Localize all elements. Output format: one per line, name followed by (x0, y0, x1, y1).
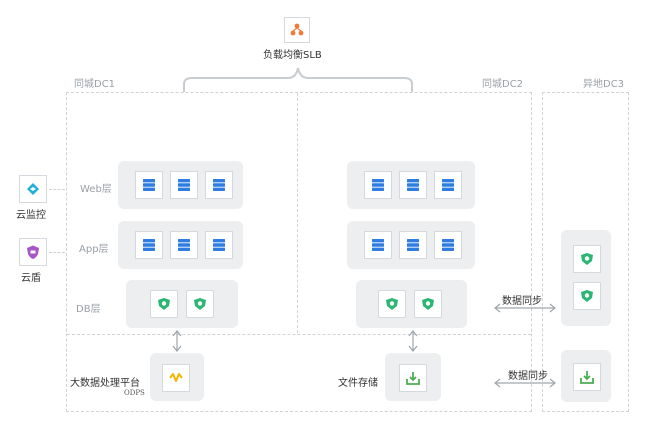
bigdata-label: 大数据处理平台 (70, 378, 140, 389)
dc1-db-group (126, 280, 238, 328)
dc2-app-server-2 (399, 231, 427, 259)
db-layer-label: DB层 (76, 304, 101, 315)
db-sync-arrow (494, 303, 556, 313)
server-icon (178, 239, 190, 251)
dc2-app-server-1 (364, 231, 392, 259)
storage-icon (406, 372, 420, 385)
dc2-web-server-3 (434, 171, 462, 199)
cloud-shield-tile (19, 238, 47, 266)
dc3-region (542, 92, 629, 412)
dc1-app-server-3 (205, 231, 233, 259)
web-layer-label: Web层 (80, 184, 112, 195)
dc3-db-1 (573, 245, 601, 273)
server-icon (143, 239, 155, 251)
dc1-db-1 (150, 290, 178, 318)
server-icon (213, 179, 225, 191)
dc3-storage-tile (573, 363, 601, 391)
dc2-db-1 (378, 290, 406, 318)
server-icon (372, 239, 384, 251)
dc3-label: 异地DC3 (583, 79, 625, 90)
cloud-monitor-tile (19, 175, 47, 203)
cloud-shield-icon (27, 245, 39, 259)
load-balancer-icon (290, 23, 304, 36)
shield-connector (49, 252, 65, 253)
dc2-db-2 (414, 290, 442, 318)
dc2-storage-tile (399, 364, 427, 392)
database-icon (386, 298, 398, 310)
dc1-web-server-3 (205, 171, 233, 199)
dc2-app-server-3 (434, 231, 462, 259)
cloud-monitor-label: 云监控 (16, 210, 46, 221)
slb-icon-tile (284, 17, 310, 43)
dc1-label: 同城DC1 (74, 79, 116, 90)
database-icon (422, 298, 434, 310)
monitor-connector (49, 189, 65, 190)
cloud-shield-label: 云盾 (21, 273, 41, 284)
odps-tile (162, 364, 190, 392)
dc1-db-odps-arrow (172, 330, 182, 352)
dc1-dc2-region (66, 92, 532, 412)
slb-brace (183, 67, 413, 92)
server-icon (143, 179, 155, 191)
cloud-monitor-icon (27, 183, 39, 195)
storage-sync-arrow (494, 378, 556, 388)
server-icon (442, 179, 454, 191)
region-divider (67, 334, 531, 335)
storage-sync-label: 数据同步 (508, 371, 548, 382)
database-icon (581, 290, 593, 302)
database-icon (581, 253, 593, 265)
dc2-db-group (356, 280, 467, 328)
dc1-web-server-1 (135, 171, 163, 199)
dc1-app-server-2 (170, 231, 198, 259)
slb-label: 负载均衡SLB (263, 50, 322, 61)
db-sync-label: 数据同步 (502, 296, 542, 307)
database-icon (194, 298, 206, 310)
dc2-label: 同城DC2 (482, 79, 524, 90)
server-icon (407, 239, 419, 251)
dc1-db-2 (186, 290, 214, 318)
server-icon (442, 239, 454, 251)
server-icon (178, 179, 190, 191)
app-layer-label: App层 (79, 244, 109, 255)
dc3-db-2 (573, 282, 601, 310)
dc2-web-server-1 (364, 171, 392, 199)
storage-icon (580, 371, 594, 384)
file-storage-label: 文件存储 (338, 378, 378, 389)
server-icon (213, 239, 225, 251)
dc1-web-server-2 (170, 171, 198, 199)
server-icon (372, 179, 384, 191)
server-icon (407, 179, 419, 191)
dc-divider (297, 93, 298, 333)
dc2-db-storage-arrow (408, 330, 418, 352)
dc1-app-server-1 (135, 231, 163, 259)
odps-label: ODPS (124, 389, 145, 397)
odps-icon (169, 373, 183, 382)
database-icon (158, 298, 170, 310)
dc2-web-server-2 (399, 171, 427, 199)
